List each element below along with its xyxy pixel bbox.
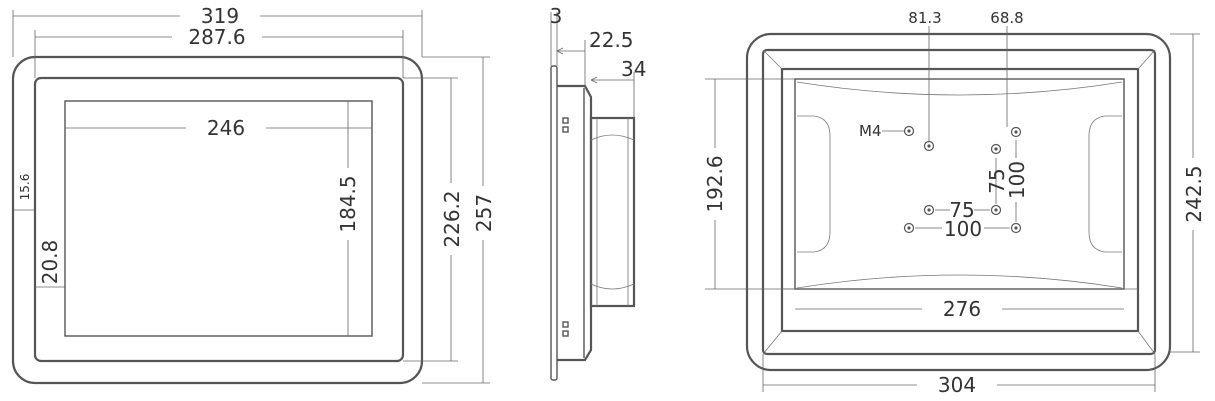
label-panel-thickness: 3 [550,4,563,28]
rear-outer-frame [745,32,1172,372]
rear-recess [794,78,1125,290]
dim-screen-width: 246 [65,116,372,140]
label-screen-width: 246 [207,116,245,140]
mount-hole-vesa75-left [923,204,935,216]
side-connector-top [562,117,569,133]
mount-hole-vesa75-right [990,204,1002,216]
dim-bezel-height: 226.2 [403,77,464,362]
mount-hole-mid-right [990,143,1002,155]
dim-overall-width: 319 [12,4,423,57]
label-inner-width: 276 [943,297,981,321]
mount-hole-m4 [903,125,915,137]
dim-outer-height: 242.5 [1170,33,1206,353]
dim-overall-height: 257 [422,56,496,384]
label-screw-thread: M4 [859,122,882,140]
label-bezel-width: 287.6 [188,25,245,49]
label-vesa-large-v: 100 [1005,161,1029,199]
dim-outer-width: 304 [762,354,1156,397]
front-screen [64,100,373,337]
label-overall-width: 319 [201,4,239,28]
label-hole-offset-right: 68.8 [990,9,1023,27]
label-outer-height: 242.5 [1182,165,1206,222]
side-rear-mount [589,116,636,308]
label-vesa-large-h: 100 [944,217,982,241]
label-frame-offset: 15.6 [18,174,32,201]
rear-cover [780,67,1140,333]
label-hole-offset-left: 81.3 [908,9,941,27]
side-view: 3 22.5 34 [550,4,646,381]
dim-frame-offset: 15.6 [13,174,35,211]
side-front-panel [550,65,558,381]
label-outer-width: 304 [938,373,976,397]
label-bezel-height: 226.2 [440,190,464,247]
label-vesa-small-h: 75 [949,198,974,222]
mount-hole-upper-right [1010,126,1022,138]
front-bezel [33,76,405,363]
label-vesa-small-v: 75 [985,168,1009,193]
dim-screen-height: 184.5 [336,101,361,336]
mount-hole-vesa100-left [903,222,915,234]
label-inner-height: 192.6 [703,155,727,212]
label-screen-height: 184.5 [336,175,360,232]
front-view: 319 287.6 246 184.5 226.2 [11,4,496,385]
side-connector-bottom [562,321,569,337]
label-total-depth: 34 [621,57,646,81]
side-body [557,84,593,362]
rear-step [761,48,1157,356]
dim-bezel-margin: 20.8 [35,240,65,288]
dim-inner-height: 192.6 [703,78,795,290]
dim-inner-width: 276 [795,297,1124,321]
mount-hole-vesa100-right [1010,222,1022,234]
dim-bezel-width: 287.6 [34,25,404,78]
rear-view: 81.3 68.8 M4 75 100 75 100 192.6 [703,9,1206,397]
label-bezel-margin: 20.8 [38,240,62,285]
label-body-depth: 22.5 [589,28,634,52]
mount-hole-upper-left [923,140,935,152]
label-overall-height: 257 [472,194,496,232]
front-outer-frame [11,55,424,385]
